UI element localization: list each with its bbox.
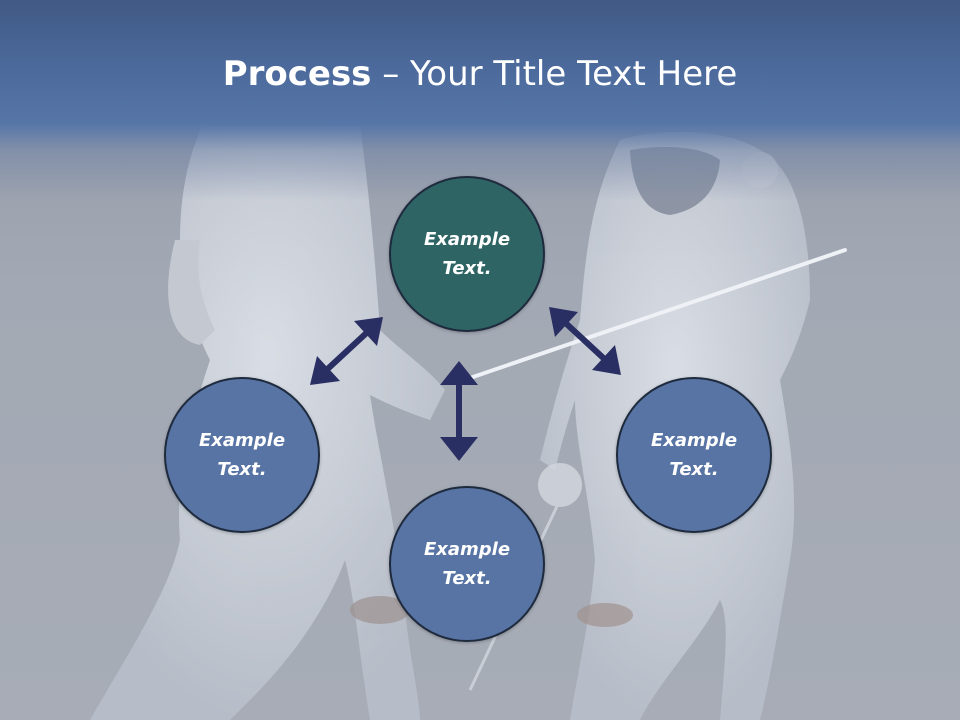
circle-left-line2: Text. xyxy=(217,459,267,480)
title-bold: Process xyxy=(222,54,372,94)
circle-bottom-line1: Example xyxy=(423,539,511,560)
process-circle-bottom[interactable]: Example Text. xyxy=(389,486,545,642)
circle-left-line1: Example xyxy=(198,430,286,451)
circle-right-line2: Text. xyxy=(669,459,719,480)
circle-top-text: Example Text. xyxy=(412,225,522,283)
bell-guard xyxy=(538,463,582,507)
process-circle-right[interactable]: Example Text. xyxy=(616,377,772,533)
circle-top-line1: Example xyxy=(423,229,511,250)
header-band xyxy=(0,0,960,200)
circle-left-text: Example Text. xyxy=(187,426,297,484)
circle-right-text: Example Text. xyxy=(639,426,749,484)
title-rest: – Your Title Text Here xyxy=(371,54,738,94)
circle-right-line1: Example xyxy=(650,430,738,451)
circle-bottom-line2: Text. xyxy=(442,568,492,589)
process-circle-left[interactable]: Example Text. xyxy=(164,377,320,533)
process-circle-top[interactable]: Example Text. xyxy=(389,176,545,332)
circle-top-line2: Text. xyxy=(442,258,492,279)
foil-blade xyxy=(468,248,847,380)
slide-title: Process – Your Title Text Here xyxy=(0,52,960,96)
circle-bottom-text: Example Text. xyxy=(412,535,522,593)
